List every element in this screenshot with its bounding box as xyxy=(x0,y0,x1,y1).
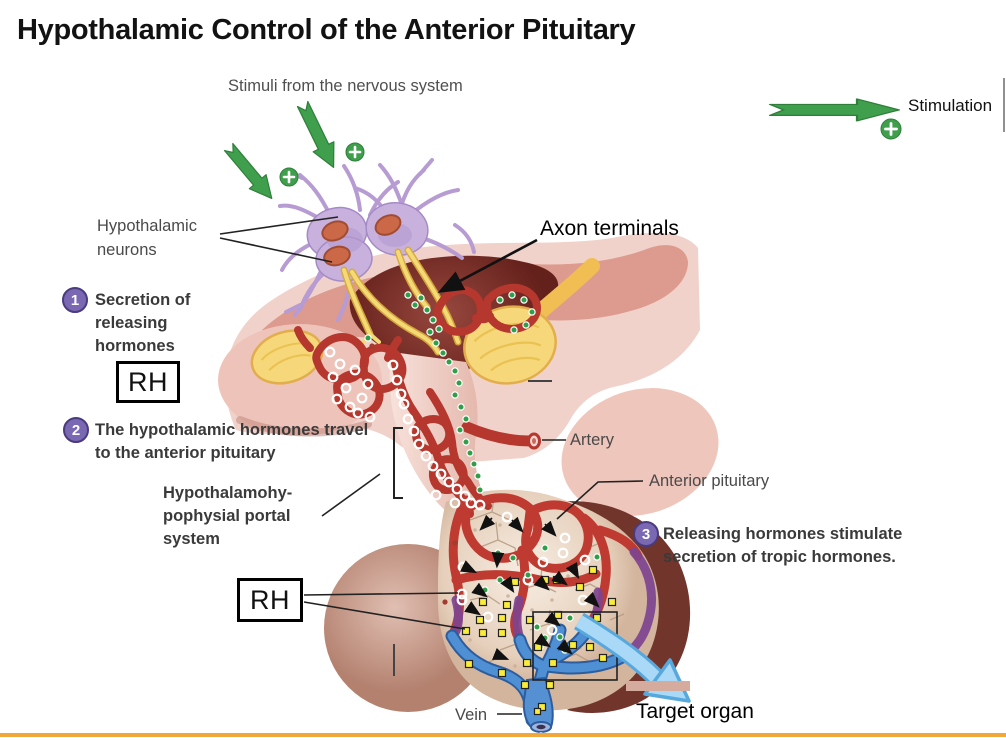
axon-terminals-arrow-icon xyxy=(437,238,538,293)
secretion-mini-arrows xyxy=(459,514,600,660)
portal-system-line1: Hypothalamohy- xyxy=(163,484,293,502)
step-3-badge: 3 xyxy=(633,521,659,547)
portal-system-label: Hypothalamohy- pophysial portal system xyxy=(163,482,292,551)
legend-plus-icon xyxy=(880,118,902,140)
window-right-edge xyxy=(1003,78,1005,132)
rh-box-upper: RH xyxy=(116,361,180,403)
legend-stimulation-arrow-icon xyxy=(768,98,902,140)
vein-exit-tube xyxy=(522,676,554,733)
axon-terminals-label: Axon terminals xyxy=(540,217,679,240)
vein-label: Vein xyxy=(455,706,488,724)
hypothalamic-neurons-illustration xyxy=(278,158,476,322)
stimulation-legend-label: Stimulation xyxy=(908,96,993,115)
artery-cut-end xyxy=(527,432,541,450)
page-title: Hypothalamic Control of the Anterior Pit… xyxy=(17,14,636,46)
portal-system-line3: system xyxy=(163,530,220,548)
anterior-pituitary-label: Anterior pituitary xyxy=(649,472,770,490)
bone-ovals xyxy=(250,258,600,385)
rh-white-circles xyxy=(324,346,591,636)
step-2-badge: 2 xyxy=(63,417,89,443)
stimuli-label: Stimuli from the nervous system xyxy=(228,77,463,95)
target-organ-label: Target organ xyxy=(636,700,754,723)
step-1-text: Secretion of releasing hormones xyxy=(95,291,191,355)
rh-box-lower: RH xyxy=(237,578,303,622)
plus-icon xyxy=(279,142,365,187)
portal-system-line2: pophysial portal xyxy=(163,507,291,525)
leader-lines xyxy=(219,216,644,715)
bottom-accent-rule xyxy=(0,733,1006,737)
step-3-text: Releasing hormones stimulate secretion o… xyxy=(663,525,903,566)
step-2-text: The hypothalamic hormones travel to the … xyxy=(95,421,369,462)
step-1-badge: 1 xyxy=(62,287,88,313)
artery-label: Artery xyxy=(570,431,615,449)
target-organ-bar xyxy=(626,681,690,691)
maroon-dots xyxy=(369,343,458,605)
hypothalamic-neurons-label: Hypothalamic neurons xyxy=(97,217,197,259)
stimulation-arrow-icon xyxy=(223,100,335,199)
